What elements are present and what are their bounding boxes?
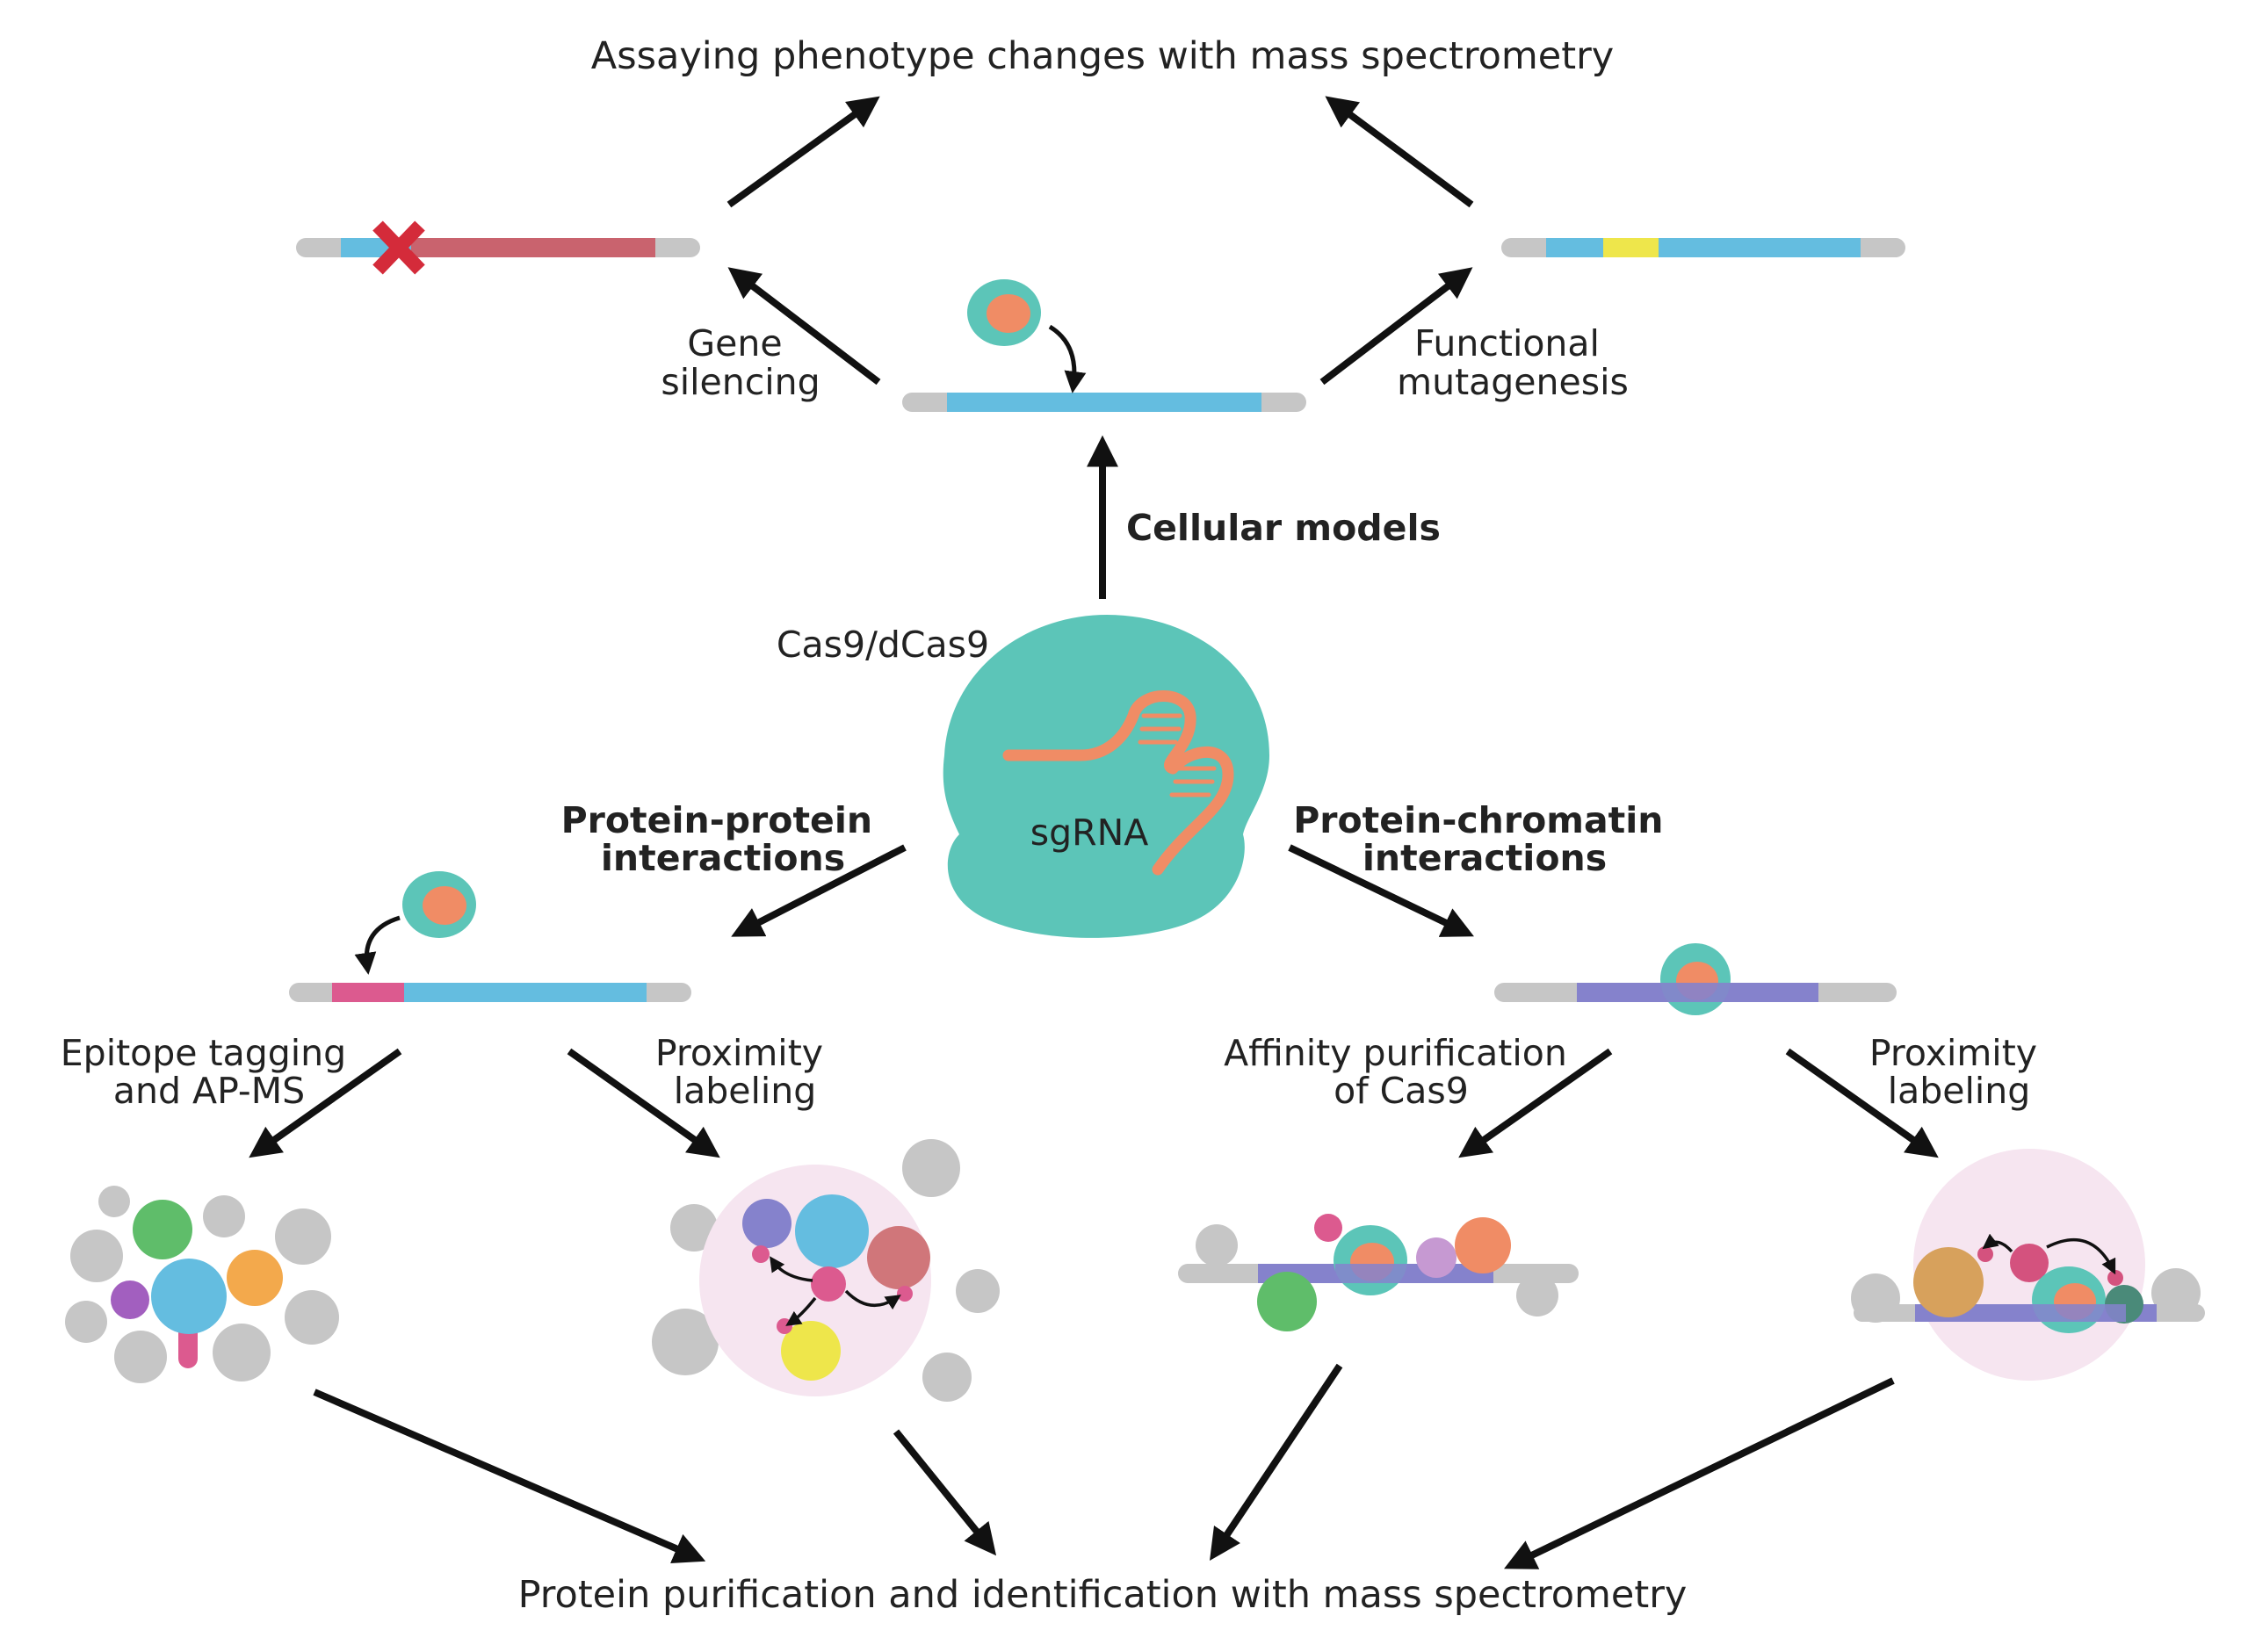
center-gene [902, 393, 1306, 412]
arrow-proximity-right [1785, 1048, 1939, 1158]
arrow-epitope-tagging [249, 1048, 402, 1158]
arrow-affinity-purification [1458, 1048, 1613, 1158]
bottom-title: Protein purification and identification … [518, 1573, 1688, 1617]
affinity-purification-label: Affinity purification of Cas9 [1224, 1032, 1579, 1112]
sgrna-label: sgRNA [1030, 812, 1149, 854]
proximity-labeling-left-label: Proximity labeling [655, 1032, 835, 1112]
cas9-blob [943, 615, 1269, 938]
affinity-purification-complex [1178, 1214, 1579, 1331]
arrow-proximity-left [567, 1048, 720, 1158]
protein-protein-label: Protein-protein interactions [561, 799, 885, 879]
cas9-complex [943, 615, 1269, 938]
cross-icon [372, 220, 425, 275]
labeling-enzyme [811, 1266, 846, 1302]
cellular-models-label: Cellular models [1126, 507, 1441, 549]
binding-arrow-top [1048, 324, 1087, 393]
arrow-proxright-to-bottom [1504, 1377, 1895, 1569]
bait-protein [151, 1259, 227, 1334]
chromatin-gene [1494, 943, 1897, 1015]
cas9-label: Cas9/dCas9 [777, 624, 989, 666]
functional-mutagenesis-label: Functional mutagenesis [1397, 322, 1629, 403]
gene-silencing-label: Gene silencing [661, 322, 820, 403]
arrow-protein-protein [731, 844, 907, 937]
main-arrows [249, 96, 1939, 1569]
apms-protein-cluster [65, 1186, 339, 1383]
protein-chromatin-label: Protein-chromatin interactions [1293, 799, 1676, 879]
cas9-small-icon [967, 279, 1041, 346]
cas9-small-icon-left [402, 871, 476, 938]
arrow-mutated-to-top [1325, 96, 1474, 208]
top-title: Assaying phenotype changes with mass spe… [591, 34, 1614, 78]
proximity-chromatin-complex [1851, 1149, 2205, 1381]
tagged-gene [289, 983, 691, 1002]
arrow-affinity-to-bottom [1210, 1363, 1343, 1561]
arrow-epitope-to-bottom [313, 1389, 706, 1563]
mutated-gene [1501, 238, 1905, 257]
epitope-tagging-label: Epitope tagging and AP-MS [61, 1032, 358, 1112]
proximity-protein-cluster [652, 1139, 1000, 1402]
binding-arrow-left [354, 915, 401, 975]
arrow-functional-mutagenesis [1319, 267, 1473, 386]
arrow-proxleft-to-bottom [893, 1429, 997, 1556]
sgrna-strand [1002, 690, 1234, 876]
arrow-silenced-to-top [726, 96, 880, 208]
silenced-gene [296, 220, 700, 275]
arrow-gene-silencing [727, 267, 881, 386]
arrow-protein-chromatin [1288, 844, 1474, 937]
proximity-labeling-right-label: Proximity labeling [1869, 1032, 2049, 1112]
